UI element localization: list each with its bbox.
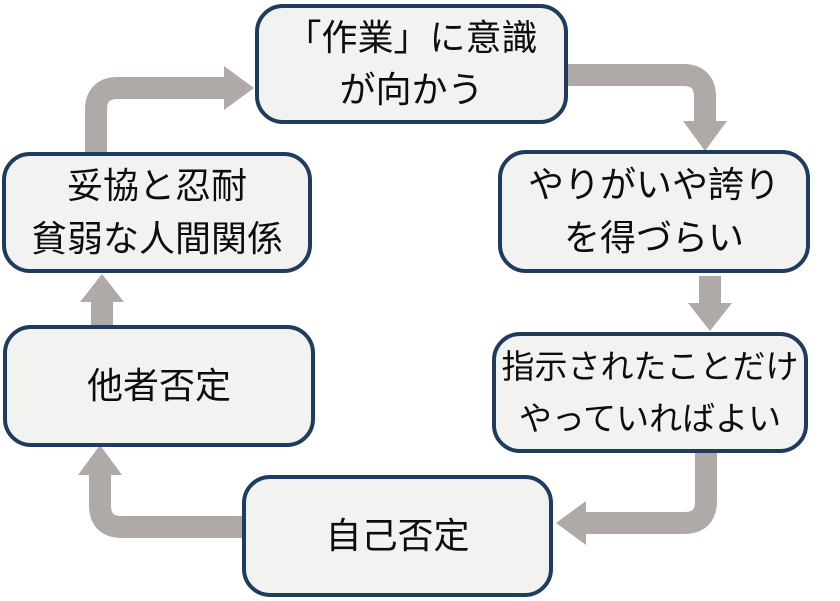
arrow-pride-to-orders — [688, 276, 732, 331]
arrow-orders-to-selfdenial — [556, 450, 717, 545]
node-text-line: 「作業」に意識 — [285, 16, 538, 58]
node-text-line: が向かう — [339, 69, 484, 110]
node-self-denial: 自己否定 — [242, 475, 553, 597]
arrow-compromise-to-work — [85, 66, 254, 153]
node-text-line: 他者否定 — [86, 364, 231, 406]
node-text-line: 自己否定 — [325, 514, 470, 556]
node-text-line: やっていればよい — [518, 399, 782, 437]
node-focus-on-work: 「作業」に意識 が向かう — [255, 4, 568, 124]
arrowhead-up-icon — [80, 274, 124, 302]
arrow-othersdenial-to-compromise — [80, 274, 124, 327]
arrowhead-down-icon — [688, 303, 732, 331]
arrowhead-up-icon — [78, 445, 122, 475]
node-hard-to-gain-pride: やりがいや誇り を得づらい — [498, 150, 810, 273]
arrowhead-right-icon — [224, 66, 254, 110]
arrow-work-to-pride — [566, 64, 727, 151]
node-denial-of-others: 他者否定 — [3, 325, 315, 447]
node-text-line: やりがいや誇り — [527, 164, 780, 206]
arrowhead-down-icon — [683, 121, 727, 151]
arrow-selfdenial-to-othersdenial — [78, 445, 245, 538]
node-text-line: 妥協と忍耐 — [66, 165, 247, 207]
node-just-do-what-told: 指示されたことだけ やっていればよい — [492, 332, 808, 453]
node-compromise-endurance: 妥協と忍耐 貧弱な人間関係 — [2, 152, 312, 273]
node-text-line: 貧弱な人間関係 — [30, 217, 283, 259]
arrowhead-left-icon — [556, 501, 586, 545]
node-text-line: を得づらい — [563, 216, 744, 258]
node-text-line: 指示されたことだけ — [501, 348, 799, 386]
